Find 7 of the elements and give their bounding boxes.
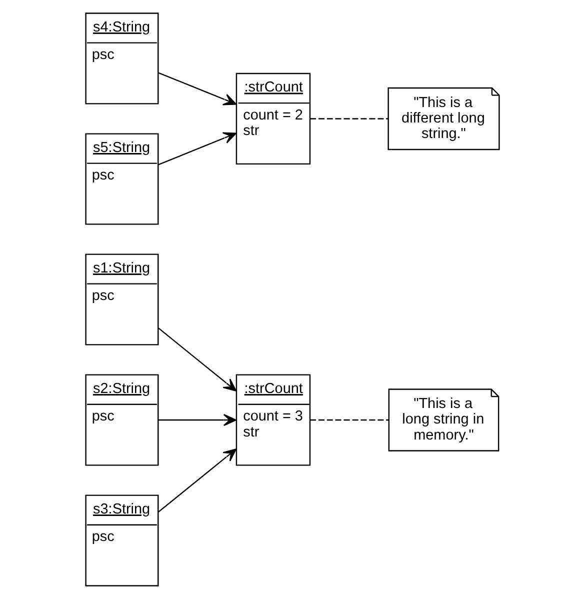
arrow [158,414,236,426]
arrow [158,132,236,166]
connector [310,118,388,120]
arrow [158,328,236,392]
arrow [158,448,236,512]
connector [310,419,388,421]
arrow [158,72,236,106]
